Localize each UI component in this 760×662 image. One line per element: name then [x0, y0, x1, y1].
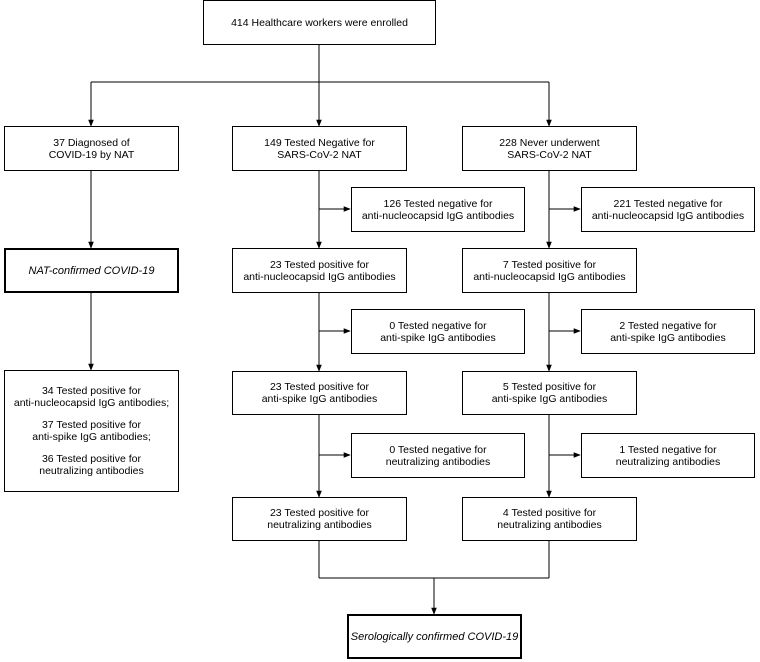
m-anc-pos-box: 23 Tested positive for anti-nucleocapsid… — [232, 248, 407, 293]
m-neut-pos-line-1: 23 Tested positive for — [269, 507, 370, 519]
sero-confirmed-box: Serologically confirmed COVID-19 — [347, 614, 522, 659]
m-neut-neg-box: 0 Tested negative for neutralizing antib… — [351, 433, 525, 478]
m-neut-pos-line-2: neutralizing antibodies — [267, 519, 372, 531]
enrolled-line-1: 414 Healthcare workers were enrolled — [231, 16, 408, 29]
never-nat-line-2: SARS-CoV-2 NAT — [507, 148, 592, 161]
left-results-g3-line-2: neutralizing antibodies — [39, 465, 144, 477]
m-spike-neg-box: 0 Tested negative for anti-spike IgG ant… — [351, 309, 525, 354]
r-spike-pos-line-2: anti-spike IgG antibodies — [491, 393, 608, 405]
m-spike-neg-line-2: anti-spike IgG antibodies — [380, 331, 496, 344]
r-neut-neg-box: 1 Tested negative for neutralizing antib… — [581, 433, 755, 478]
left-results-g3-line-1: 36 Tested positive for — [41, 453, 142, 465]
diagnosed-line-1: 37 Diagnosed of — [53, 136, 130, 149]
r-neut-pos-box: 4 Tested positive for neutralizing antib… — [462, 497, 637, 541]
r-anc-neg-line-2: anti-nucleocapsid IgG antibodies — [591, 209, 745, 222]
m-neut-pos-box: 23 Tested positive for neutralizing anti… — [232, 497, 407, 541]
neg-nat-line-1: 149 Tested Negative for — [264, 136, 375, 149]
never-nat-box: 228 Never underwent SARS-CoV-2 NAT — [462, 126, 637, 171]
m-anc-neg-line-2: anti-nucleocapsid IgG antibodies — [361, 209, 515, 222]
r-spike-neg-line-1: 2 Tested negative for — [619, 319, 717, 332]
m-anc-neg-box: 126 Tested negative for anti-nucleocapsi… — [351, 187, 525, 232]
nat-confirmed-box: NAT-confirmed COVID-19 — [4, 248, 179, 293]
r-spike-neg-line-2: anti-spike IgG antibodies — [610, 331, 726, 344]
m-neut-neg-line-2: neutralizing antibodies — [385, 455, 491, 468]
left-results-g2-line-1: 37 Tested positive for — [41, 419, 142, 431]
r-anc-pos-box: 7 Tested positive for anti-nucleocapsid … — [462, 248, 637, 293]
r-spike-neg-box: 2 Tested negative for anti-spike IgG ant… — [581, 309, 755, 354]
m-spike-pos-line-1: 23 Tested positive for — [269, 381, 370, 393]
r-anc-pos-line-1: 7 Tested positive for — [502, 258, 597, 271]
m-anc-pos-line-2: anti-nucleocapsid IgG antibodies — [243, 270, 396, 283]
m-anc-pos-line-1: 23 Tested positive for — [269, 258, 370, 271]
r-neut-pos-line-1: 4 Tested positive for — [502, 507, 597, 519]
m-anc-neg-line-1: 126 Tested negative for — [383, 197, 493, 210]
r-spike-pos-line-1: 5 Tested positive for — [502, 381, 597, 393]
left-results-g1-line-2: anti-nucleocapsid IgG antibodies; — [13, 397, 170, 409]
nat-confirmed-label: NAT-confirmed COVID-19 — [28, 264, 155, 277]
m-spike-pos-box: 23 Tested positive for anti-spike IgG an… — [232, 371, 407, 415]
diagnosed-box: 37 Diagnosed of COVID-19 by NAT — [4, 126, 179, 171]
never-nat-line-1: 228 Never underwent — [499, 136, 600, 149]
r-spike-pos-box: 5 Tested positive for anti-spike IgG ant… — [462, 371, 637, 415]
m-neut-neg-line-1: 0 Tested negative for — [389, 443, 487, 456]
left-results-g1-line-1: 34 Tested positive for — [41, 385, 142, 397]
r-anc-neg-line-1: 221 Tested negative for — [613, 197, 723, 210]
left-results-g2-line-2: anti-spike IgG antibodies; — [32, 431, 151, 443]
m-spike-pos-line-2: anti-spike IgG antibodies — [261, 393, 378, 405]
left-results-box: 34 Tested positive for anti-nucleocapsid… — [4, 370, 179, 492]
neg-nat-line-2: SARS-CoV-2 NAT — [277, 148, 362, 161]
diagnosed-line-2: COVID-19 by NAT — [48, 148, 135, 161]
neg-nat-box: 149 Tested Negative for SARS-CoV-2 NAT — [232, 126, 407, 171]
m-spike-neg-line-1: 0 Tested negative for — [389, 319, 487, 332]
r-neut-neg-line-2: neutralizing antibodies — [615, 455, 721, 468]
r-neut-neg-line-1: 1 Tested negative for — [619, 443, 717, 456]
enrolled-box: 414 Healthcare workers were enrolled — [203, 0, 436, 45]
sero-confirmed-label: Serologically confirmed COVID-19 — [350, 630, 519, 643]
r-neut-pos-line-2: neutralizing antibodies — [497, 519, 602, 531]
r-anc-pos-line-2: anti-nucleocapsid IgG antibodies — [473, 270, 626, 283]
r-anc-neg-box: 221 Tested negative for anti-nucleocapsi… — [581, 187, 755, 232]
